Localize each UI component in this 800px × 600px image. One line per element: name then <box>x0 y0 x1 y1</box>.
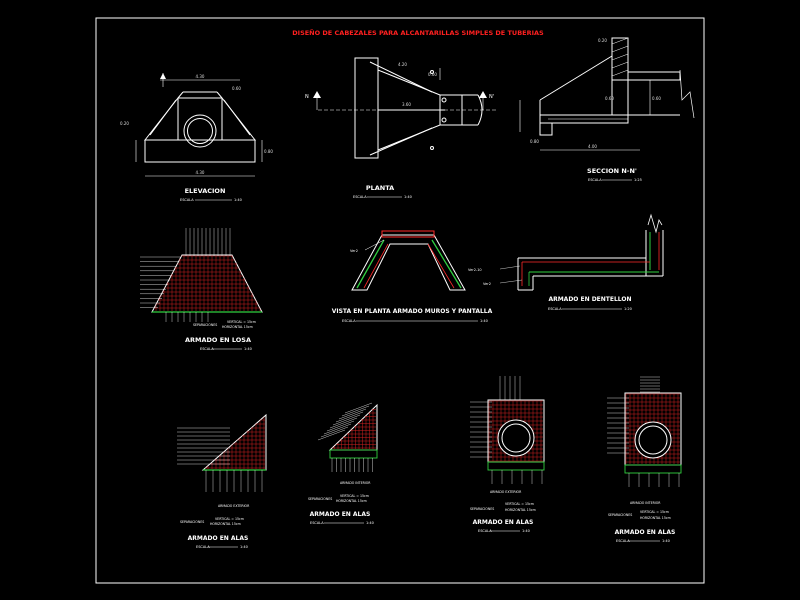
dentellon-view <box>499 213 664 291</box>
seccion-dim: 0.20 <box>598 38 607 43</box>
alas-2-view <box>317 402 378 472</box>
leader-line <box>317 429 346 441</box>
leader-line <box>329 417 358 429</box>
leader-line <box>344 402 373 414</box>
dentellon-scale-label: ESCALA <box>548 307 562 311</box>
seccion-title: SECCION N-N' <box>587 167 637 175</box>
armado-losa-scale-value: 1:40 <box>244 347 252 351</box>
alas-2-scale-label: ESCALA <box>310 521 324 525</box>
dentellon-callout-top: Ver2-10 <box>468 268 482 272</box>
planta-dim: 3.60 <box>402 102 411 107</box>
losa-note-horizontal: HORIZONTAL 15cm <box>222 325 253 329</box>
seccion-dim: 0.80 <box>530 139 539 144</box>
leader-line <box>326 420 355 432</box>
alas-4-sub: ARMADO INTERIOR <box>630 501 661 505</box>
alas-4-note-horizontal: HORIZONTAL 15cm <box>640 516 671 520</box>
alas-3-scale-label: ESCALA <box>478 529 492 533</box>
planta-title: PLANTA <box>366 184 394 192</box>
elevacion-title: ELEVACION <box>185 187 226 195</box>
planta-dim: 4.20 <box>398 62 407 67</box>
alas-3-scale-value: 1:40 <box>522 529 530 533</box>
section-arrow-left <box>313 91 321 98</box>
seccion-dim: 0.60 <box>605 96 614 101</box>
alas-4-view <box>607 376 682 487</box>
losa-note-vertical: VERTICAL = 15cm <box>227 320 256 324</box>
alas-1-sub: ARMADO EXTERIOR <box>218 504 250 508</box>
seccion-view <box>519 37 695 151</box>
armado-losa-scale-label: ESCALA <box>200 347 214 351</box>
armado-losa-title: ARMADO EN LOSA <box>185 336 251 344</box>
alas-4-note-label: SEPARACIONES <box>608 513 632 517</box>
elevacion-dim: 4.30 <box>196 74 205 79</box>
losa-note-label: SEPARACIONES <box>193 323 217 327</box>
section-label-right: N' <box>489 94 494 100</box>
alas-4-note-vertical: VERTICAL = 15cm <box>640 510 669 514</box>
seccion-dim: 4.00 <box>588 144 597 149</box>
section-arrow-right <box>479 91 487 98</box>
alas-2-note-vertical: VERTICAL = 15cm <box>340 494 369 498</box>
elevacion-scale-value: 1:40 <box>234 198 242 202</box>
alas-1-note-horizontal: HORIZONTAL 15cm <box>210 522 241 526</box>
planta-dim: 0.60 <box>428 72 437 77</box>
alas-4-scale-label: ESCALA <box>616 539 630 543</box>
alas-3-view <box>470 376 545 484</box>
elevacion-dim: 0.60 <box>232 86 241 91</box>
alas-1-title: ARMADO EN ALAS <box>188 535 249 542</box>
elevacion-dim: 0.80 <box>264 149 273 154</box>
alas-3-sub: ARMADO EXTERIOR <box>490 490 522 494</box>
alas-4-scale-value: 1:40 <box>662 539 670 543</box>
planta-armado-scale-label: ESCALA <box>342 319 356 323</box>
alas-1-note-vertical: VERTICAL = 15cm <box>215 517 244 521</box>
alas-2-scale-value: 1:40 <box>366 521 374 525</box>
seccion-dim: 0.60 <box>652 96 661 101</box>
seccion-scale-value: 1:25 <box>634 178 642 182</box>
planta-view <box>318 57 496 159</box>
alas-2-note-horizontal: HORIZONTAL 15cm <box>336 499 367 503</box>
leader-line <box>341 405 370 417</box>
alas-3-note-label: SEPARACIONES <box>470 507 494 511</box>
alas-3-note-horizontal: HORIZONTAL 15cm <box>505 508 536 512</box>
planta-armado-scale-value: 1:40 <box>480 319 488 323</box>
alas-2-sub: ARMADO INTERIOR <box>340 481 371 485</box>
planta-scale-label: ESCALA <box>353 195 367 199</box>
seccion-scale-label: ESCALA <box>588 178 602 182</box>
dentellon-scale-value: 1:20 <box>624 307 632 311</box>
dentellon-title: ARMADO EN DENTELLON <box>548 296 631 303</box>
dentellon-callout-bottom: Ver2 <box>483 282 491 286</box>
alas-1-scale-label: ESCALA <box>196 545 210 549</box>
leader-line <box>323 423 352 435</box>
alas-1-scale-value: 1:40 <box>240 545 248 549</box>
elevacion-scale-label: ESCALA <box>180 198 194 202</box>
leader-line <box>332 414 361 426</box>
planta-armado-view <box>351 230 466 291</box>
leader-line <box>338 408 367 420</box>
drawing-title: DISEÑO DE CABEZALES PARA ALCANTARILLAS S… <box>292 28 544 37</box>
elevacion-view <box>135 73 263 177</box>
planta-armado-callout: Ver2 <box>350 249 358 253</box>
alas-1-note-label: SEPARACIONES <box>180 520 204 524</box>
alas-4-title: ARMADO EN ALAS <box>615 529 676 536</box>
leader-line <box>320 426 349 438</box>
alas-2-note-label: SEPARACIONES <box>308 497 332 501</box>
alas-1-view <box>177 413 267 492</box>
leader-line <box>335 411 364 423</box>
section-label-left: N <box>305 94 309 100</box>
elevacion-dim: 4.30 <box>196 170 205 175</box>
planta-scale-value: 1:40 <box>404 195 412 199</box>
elevacion-dim: 0.20 <box>120 121 129 126</box>
planta-armado-title: VISTA EN PLANTA ARMADO MUROS Y PANTALLA <box>332 308 493 315</box>
alas-2-title: ARMADO EN ALAS <box>310 511 371 518</box>
drawing-frame <box>95 17 705 584</box>
alas-3-note-vertical: VERTICAL = 15cm <box>505 502 534 506</box>
armado-losa-view <box>140 228 263 322</box>
alas-3-title: ARMADO EN ALAS <box>473 519 534 526</box>
